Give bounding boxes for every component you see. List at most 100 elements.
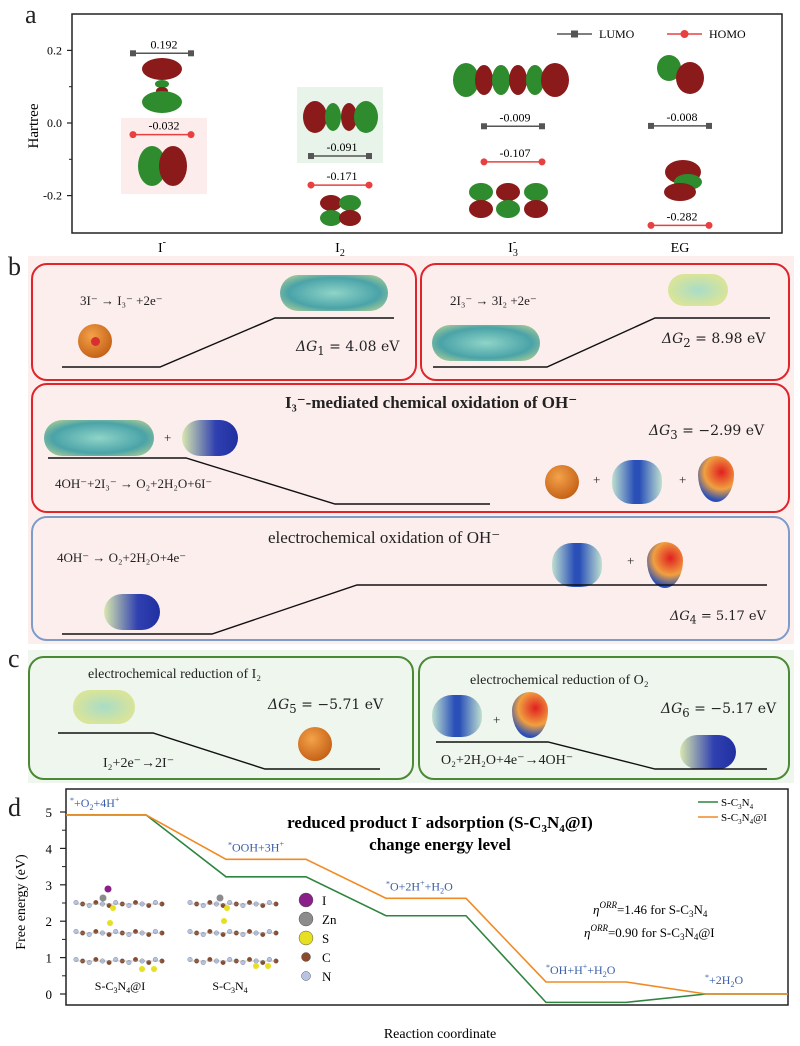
legend-label: HOMO (709, 27, 746, 41)
y-tick-label: 0.0 (47, 116, 62, 130)
atom-dot (266, 957, 272, 962)
orbital-lobe (339, 195, 361, 211)
sulfur-atom (224, 905, 230, 911)
orbital-lobe (524, 200, 548, 218)
x-category-label: EG (671, 241, 690, 256)
sulfur-atom (139, 966, 145, 972)
dg-sub: 5 (289, 701, 297, 716)
oxygen-molecule-icon (432, 695, 482, 737)
orbital-lobe (526, 65, 544, 95)
atom-dot (260, 903, 266, 908)
reaction-step-label: *OOH+3H+ (228, 839, 284, 854)
y-tick-label: 2 (46, 914, 53, 929)
level-value-label: -0.009 (500, 110, 531, 124)
lumo-marker (539, 123, 545, 130)
atom-legend-label: I (322, 893, 326, 908)
hydroxide-molecule-icon (182, 420, 238, 456)
lumo-marker (366, 153, 372, 160)
atom-dot (187, 900, 193, 905)
atom-legend-label: S (322, 931, 329, 946)
orbital-lobe (320, 210, 342, 226)
dg-symbol: ΔG (670, 609, 690, 624)
y-tick-label: 3 (46, 878, 53, 893)
orbital-lobe (339, 210, 361, 226)
orbital-lobe (142, 91, 182, 113)
lumo-marker (188, 50, 194, 57)
homo-marker (187, 131, 195, 139)
reaction-box-b3 (31, 383, 790, 513)
level-value-label: -0.091 (327, 140, 358, 154)
dg-symbol: ΔG (268, 697, 290, 713)
x-category-label: I2 (335, 241, 345, 258)
atom-dot (133, 957, 138, 962)
orbital-lobe (341, 103, 357, 131)
dg-value: = 8.98 eV (695, 331, 766, 347)
homo-marker (705, 221, 713, 229)
legend-marker (680, 30, 689, 38)
reaction-box-b1 (31, 263, 417, 381)
iodine-molecule-icon (73, 690, 135, 724)
atom-dot (227, 900, 233, 905)
structure-label: S-C3N4@I (95, 979, 145, 995)
reaction-box-c2 (418, 656, 790, 780)
atom-dot (227, 957, 233, 962)
reaction-step-label: *+O2+4H+ (70, 795, 120, 812)
level-value-label: -0.008 (667, 110, 698, 124)
dg-value: = −2.99 eV (682, 423, 765, 439)
iodide-molecule-icon (545, 465, 579, 499)
iodine-atom (104, 885, 112, 893)
atom-dot (152, 900, 158, 905)
atom-legend-i-icon (298, 892, 314, 908)
sulfur-atom (253, 963, 259, 969)
reaction-step-label: *OH+H++H2O (546, 962, 616, 979)
oxygen-molecule-icon (552, 543, 602, 587)
series-line-s-c3n4-at-i (66, 814, 788, 995)
atom-dot (260, 932, 266, 937)
reaction-title-c2: electrochemical reduction of O₂ (470, 673, 649, 688)
water-molecule-icon (647, 542, 683, 588)
dg-value: = −5.17 eV (694, 701, 777, 717)
atom-dot (260, 960, 266, 965)
atom-dot (247, 929, 252, 934)
y-tick-label: 5 (46, 805, 53, 820)
reaction-equation-b2: 2I₃⁻ → 3I₂ +2e⁻ (450, 293, 537, 308)
level-value-label: 0.192 (151, 37, 178, 51)
atom-dot (133, 900, 138, 905)
dg-symbol: ΔG (649, 423, 671, 439)
atom-dot (247, 900, 252, 905)
reaction-step-label: *+2H2O (705, 973, 743, 989)
atom-dot (126, 932, 132, 937)
atom-dot (73, 929, 79, 934)
atom-dot (152, 929, 158, 934)
atom-dot (93, 900, 99, 905)
reaction-equation-b4: 4OH⁻ → O₂+2H₂O+4e⁻ (57, 550, 187, 565)
hydroxide-molecule-icon (104, 594, 160, 630)
atom-dot (240, 960, 246, 965)
delta-g6: ΔG6 = −5.17 eV (661, 701, 776, 720)
chart-title-line2: change energy level (369, 835, 511, 854)
level-value-label: -0.282 (667, 209, 698, 223)
triiodide-molecule-icon (432, 325, 540, 361)
y-axis-label: Free energy (eV) (14, 854, 29, 950)
y-axis-label: Hartree (26, 103, 42, 148)
atom-dot (86, 960, 92, 965)
dg-sub: 2 (683, 335, 691, 350)
orbital-lobe (453, 63, 479, 97)
atom-dot (126, 903, 132, 908)
atom-dot (207, 957, 213, 962)
reaction-box-b2 (420, 263, 790, 381)
reaction-box-b4 (31, 516, 790, 641)
atom-dot (200, 932, 206, 937)
atom-dot (113, 929, 119, 934)
water-molecule-icon (512, 692, 548, 738)
reaction-equation-b3: 4OH⁻+2I₃⁻ → O₂+2H₂O+6I⁻ (55, 476, 213, 491)
y-tick-label: 1 (46, 951, 53, 966)
delta-g2: ΔG2 = 8.98 eV (662, 331, 765, 350)
orbital-lobe (469, 183, 493, 201)
delta-g4: ΔG4 = 5.17 eV (670, 609, 766, 627)
legend-marker (571, 30, 578, 38)
atom-dot (220, 932, 226, 937)
sulfur-atom (265, 963, 271, 969)
atom-dot (106, 932, 112, 937)
legend-label: S-C3N4 (721, 797, 754, 811)
